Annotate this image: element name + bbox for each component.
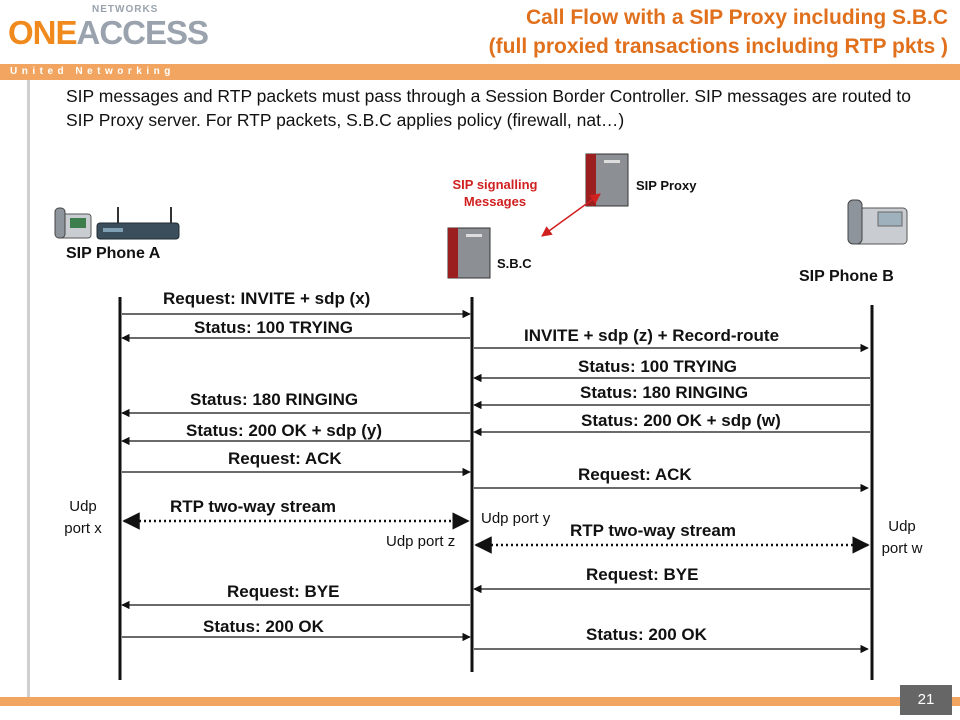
phone-a-label: SIP Phone A <box>66 245 161 262</box>
sbc-label: S.B.C <box>497 256 532 271</box>
message-label: Status: 200 OK + sdp (w) <box>581 411 781 430</box>
port-y-label: Udp port y <box>481 510 551 527</box>
phone-b-label: SIP Phone B <box>799 268 894 285</box>
logo-networks-text: NETWORKS <box>92 4 159 15</box>
proxy-label: SIP Proxy <box>636 178 697 193</box>
message-label: Status: 180 RINGING <box>580 383 749 402</box>
message-label: INVITE + sdp (z) + Record-route <box>524 326 780 345</box>
intro-paragraph: SIP messages and RTP packets must pass t… <box>66 86 911 130</box>
left-rule <box>27 80 30 698</box>
header-band <box>0 64 960 80</box>
port-z-label: Udp port z <box>386 533 456 550</box>
sbc-server-icon <box>447 227 491 279</box>
message-label: Status: 100 TRYING <box>578 357 738 376</box>
logo-access-text: ACCESS <box>76 14 210 51</box>
signalling-arrow <box>541 193 601 237</box>
logo-tagline: United Networking <box>10 66 175 77</box>
message-label: Status: 100 TRYING <box>194 318 354 337</box>
message-label: Request: ACK <box>228 449 342 468</box>
port-w-label: Udp port w <box>881 518 923 557</box>
phone-a-icon <box>54 207 92 239</box>
message-label: Request: INVITE + sdp (x) <box>163 289 371 308</box>
message-label: Status: 200 OK + sdp (y) <box>186 421 383 440</box>
router-icon <box>96 207 180 240</box>
message-label: Request: ACK <box>578 465 692 484</box>
message-label: RTP two-way stream <box>170 497 336 516</box>
message-label: Request: BYE <box>586 565 699 584</box>
message-label: Status: 180 RINGING <box>190 390 359 409</box>
logo-one-text: ONE <box>8 14 78 51</box>
slide-title-line1: Call Flow with a SIP Proxy including S.B… <box>525 6 948 29</box>
message-label: Request: BYE <box>227 582 340 601</box>
message-label: Status: 200 OK <box>586 625 707 644</box>
footer-band <box>0 697 960 706</box>
signalling-note: SIP signalling Messages <box>452 177 538 209</box>
port-x-label: Udp port x <box>64 498 102 537</box>
slide-number: 21 <box>900 685 952 715</box>
company-logo: ONEACCESS <box>8 14 210 52</box>
message-label: Status: 200 OK <box>203 617 324 636</box>
message-label: RTP two-way stream <box>570 521 736 540</box>
slide-title-line2: (full proxied transactions including RTP… <box>488 35 948 58</box>
proxy-server-icon <box>585 153 629 207</box>
phone-b-icon <box>847 199 908 245</box>
